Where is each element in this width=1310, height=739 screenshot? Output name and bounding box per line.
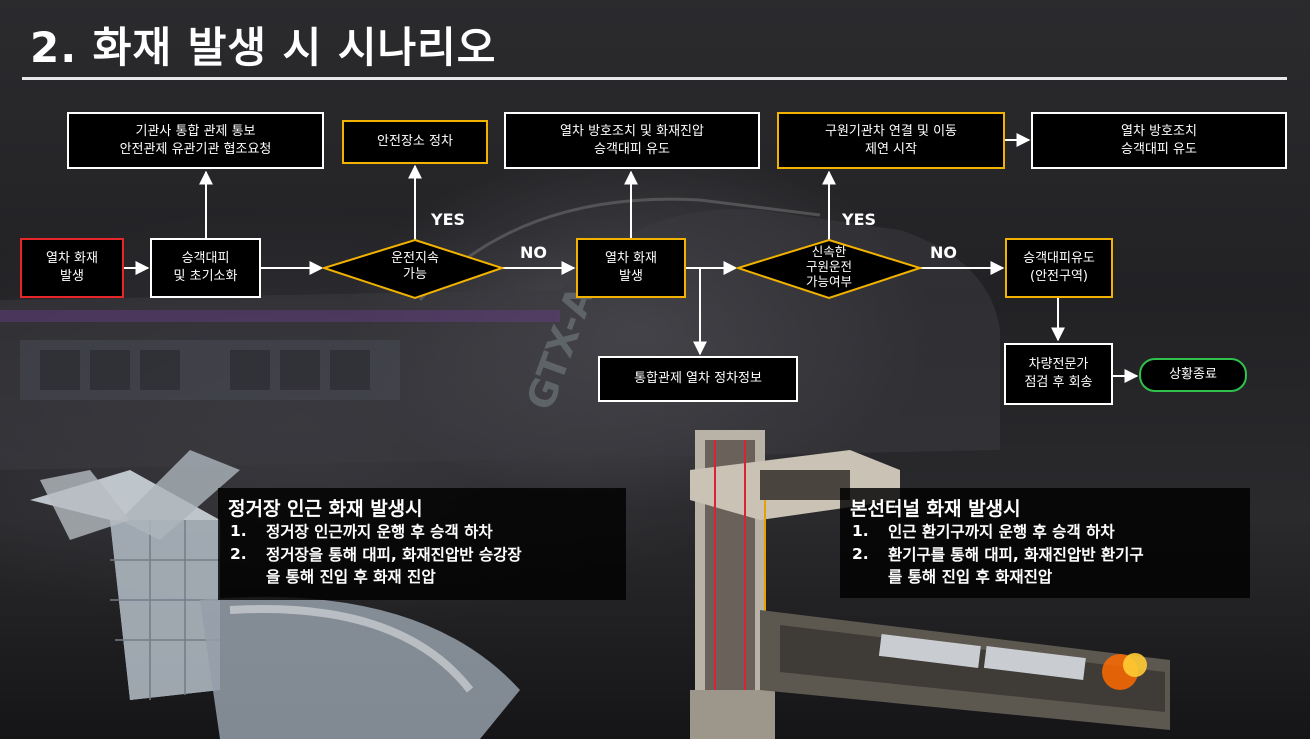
page-title: 2. 화재 발생 시 시나리오 [30,23,497,72]
protect1-line1: 열차 방호조치 및 화재진압 [560,123,704,139]
inspect-line1: 차량전문가 [1028,357,1089,372]
guide-box: 승객대피유도 (안전구역) [1005,238,1113,298]
protect1-line2: 승객대피 유도 [594,141,670,157]
decision-diamond-2 [734,238,924,300]
decision2-line3: 가능여부 [805,274,852,289]
tunnel-fire-panel: 본선터널 화재 발생시 1. 인근 환기구까지 운행 후 승객 하차 2. 환기… [840,488,1250,598]
protect2-line1: 열차 방호조치 [1121,123,1197,139]
start-fire-line2: 발생 [60,269,84,284]
end-box: 상황종료 [1139,358,1247,392]
station-item1-num: 1. [230,522,247,540]
decision2-label: 신속한 구원운전 가능여부 [774,244,884,289]
decision-diamond-1 [320,238,506,300]
info-box: 통합관제 열차 정차정보 [598,356,798,402]
yes-label-2: YES [842,210,877,229]
safe-stop-box: 안전장소 정차 [342,120,488,164]
rescue-box: 구원기관차 연결 및 이동 제연 시작 [777,112,1005,169]
station-fire-panel: 정거장 인근 화재 발생시 1. 정거장 인근까지 운행 후 승객 하차 2. … [218,488,626,600]
inspect-line2: 점검 후 회송 [1024,375,1093,390]
decision2-line2: 구원운전 [805,259,852,274]
no-label-1: NO [520,243,547,262]
fire2-line2: 발생 [619,269,643,284]
tunnel-item1-num: 1. [852,522,869,540]
notify-box: 기관사 통합 관제 통보 안전관제 유관기관 협조요청 [67,112,324,169]
tunnel-item2-text: 환기구를 통해 대피, 화재진압반 환기구 [888,546,1144,564]
decision1-line2: 가능 [403,267,427,282]
evacuate-line1: 승객대피 [181,251,230,266]
info-label: 통합관제 열차 정차정보 [634,371,762,386]
station-item2-text: 정거장을 통해 대피, 화재진압반 승강장 [266,546,522,564]
guide-line1: 승객대피유도 [1023,251,1095,266]
decision1-label: 운전지속 가능 [355,251,475,283]
start-fire-line1: 열차 화재 [46,251,98,266]
rescue-line2: 제연 시작 [865,141,917,157]
evacuate-box: 승객대피 및 초기소화 [150,238,261,298]
notify-line1: 기관사 통합 관제 통보 [135,123,256,139]
tunnel-panel-heading: 본선터널 화재 발생시 [850,498,1021,520]
tunnel-item1-text: 인근 환기구까지 운행 후 승객 하차 [888,523,1115,541]
station-item2-num: 2. [230,545,247,563]
notify-line2: 안전관제 유관기관 협조요청 [119,141,272,157]
protect1-box: 열차 방호조치 및 화재진압 승객대피 유도 [504,112,760,169]
decision1-line1: 운전지속 [391,251,439,266]
fire2-box: 열차 화재 발생 [576,238,686,298]
end-label: 상황종료 [1169,367,1217,382]
yes-label-1: YES [431,210,466,229]
inspect-box: 차량전문가 점검 후 회송 [1004,343,1113,405]
evacuate-line2: 및 초기소화 [173,269,238,284]
decision2-line1: 신속한 [811,244,847,259]
safe-stop-label: 안전장소 정차 [377,134,453,149]
tunnel-item2-num: 2. [852,545,869,563]
rescue-line1: 구원기관차 연결 및 이동 [825,123,957,139]
station-item1-text: 정거장 인근까지 운행 후 승객 하차 [266,523,493,541]
title-divider [22,77,1287,80]
protect2-line2: 승객대피 유도 [1121,141,1197,157]
start-fire-box: 열차 화재 발생 [20,238,124,298]
fire2-line1: 열차 화재 [605,251,657,266]
guide-line2: (안전구역) [1030,269,1088,284]
no-label-2: NO [930,243,957,262]
protect2-box: 열차 방호조치 승객대피 유도 [1031,112,1287,169]
tunnel-item2-cont: 를 통해 진입 후 화재진압 [888,568,1053,586]
station-item2-cont: 을 통해 진입 후 화재 진압 [266,568,436,586]
station-panel-heading: 정거장 인근 화재 발생시 [228,498,423,520]
